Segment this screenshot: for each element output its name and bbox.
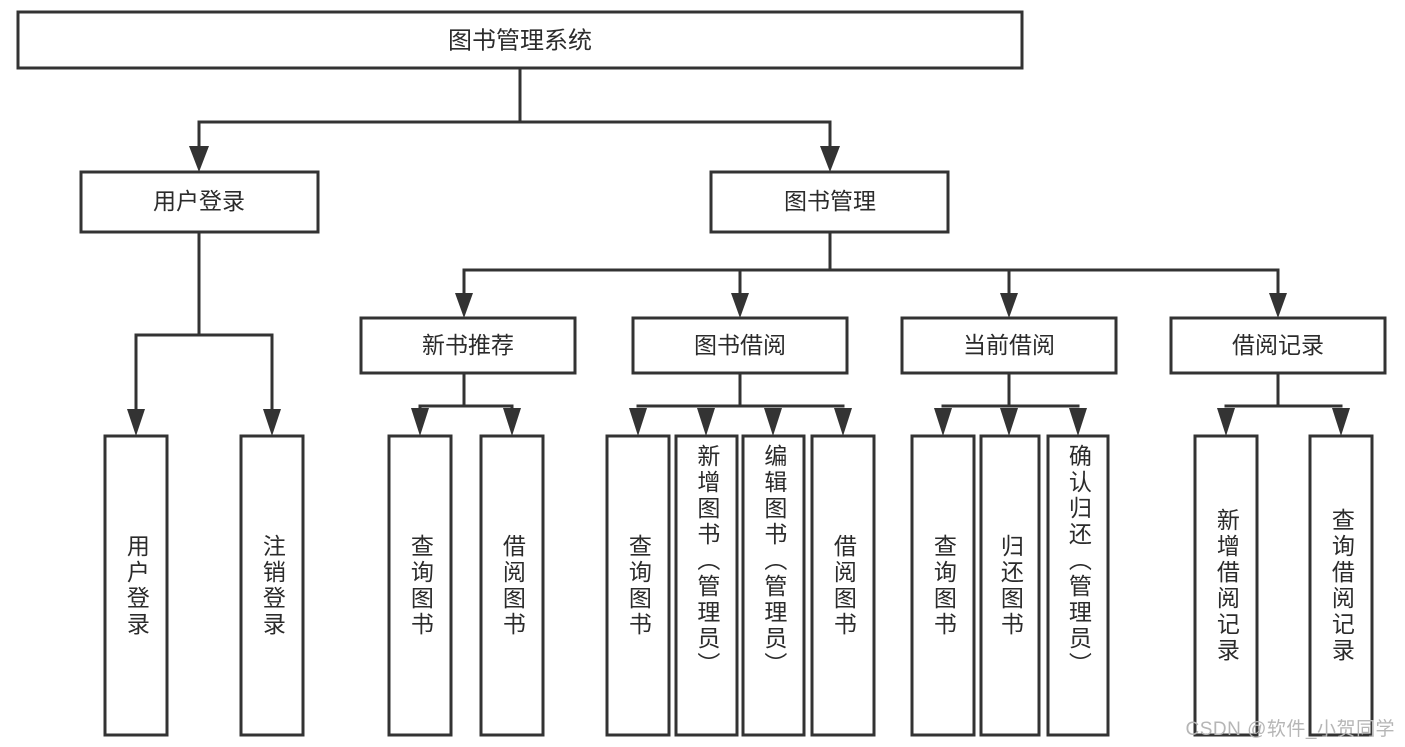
leaf-add-book-rect[interactable] (674, 434, 739, 737)
arrow-head-leaf-borrow-book-2 (834, 408, 852, 436)
arrow-head-leaf-return-book (1000, 408, 1018, 436)
node-user-login-rect[interactable] (79, 170, 320, 234)
arrow-head-book-borrow (731, 293, 749, 318)
node-user-login-label: 用户登录 (153, 188, 245, 214)
node-book-borrow[interactable]: 图书借阅 (631, 316, 849, 375)
arrow-head-leaf-add-book (697, 408, 715, 436)
arrow-head-leaf-borrow-book-1 (503, 408, 521, 436)
node-user-login[interactable]: 用户登录 (79, 170, 320, 234)
node-new-book-recommend[interactable]: 新书推荐 (359, 316, 577, 375)
leaf-query-book-1-rect[interactable] (387, 434, 453, 737)
node-current-borrow-rect[interactable] (900, 316, 1118, 375)
leaf-query-record-rect[interactable] (1308, 434, 1374, 737)
node-borrow-record-label: 借阅记录 (1232, 332, 1324, 358)
node-book-management-label: 图书管理 (784, 188, 876, 214)
node-title-rect[interactable] (16, 10, 1024, 70)
watermark: CSDN @软件_小贺同学 (1185, 719, 1395, 740)
leaf-query-book-3-rect[interactable] (910, 434, 976, 737)
arrow-head-leaf-user-login (127, 409, 145, 436)
leaf-borrow-book-2-rect[interactable] (810, 434, 876, 737)
arrow-head-leaf-query-book-2 (629, 408, 647, 436)
node-book-borrow-label: 图书借阅 (694, 332, 786, 358)
node-title[interactable]: 图书管理系统 (16, 10, 1024, 70)
arrow-head-borrow-record (1269, 293, 1287, 318)
node-book-management-rect[interactable] (709, 170, 950, 234)
arrow-head-leaf-query-book-3 (934, 408, 952, 436)
arrow-head-user-login (189, 146, 209, 172)
arrow-head-book-management (820, 146, 840, 172)
leaf-boxes-layer (103, 434, 1374, 737)
arrow-head-leaf-add-record (1217, 408, 1235, 436)
leaf-query-book-2-rect[interactable] (605, 434, 671, 737)
node-current-borrow[interactable]: 当前借阅 (900, 316, 1118, 375)
node-new-book-recommend-rect[interactable] (359, 316, 577, 375)
arrow-head-leaf-edit-book (764, 408, 782, 436)
leaf-confirm-return-rect[interactable] (1046, 434, 1110, 737)
arrow-head-leaf-query-record (1332, 408, 1350, 436)
node-book-management[interactable]: 图书管理 (709, 170, 950, 234)
leaf-borrow-book-1-rect[interactable] (479, 434, 545, 737)
leaf-logout-login-rect[interactable] (239, 434, 305, 737)
arrow-head-leaf-logout-login (263, 409, 281, 436)
arrow-head-leaf-confirm-return (1069, 408, 1087, 436)
arrow-head-current-borrow (1000, 293, 1018, 318)
node-new-book-recommend-label: 新书推荐 (422, 332, 514, 358)
arrow-head-leaf-query-book-1 (411, 408, 429, 436)
node-book-borrow-rect[interactable] (631, 316, 849, 375)
leaf-user-login-rect[interactable] (103, 434, 169, 737)
node-borrow-record[interactable]: 借阅记录 (1169, 316, 1387, 375)
leaf-add-record-rect[interactable] (1193, 434, 1259, 737)
leaf-edit-book-rect[interactable] (741, 434, 806, 737)
node-current-borrow-label: 当前借阅 (963, 332, 1055, 358)
arrow-head-new-book-recommend (455, 293, 473, 318)
connectors-layer (127, 66, 1350, 436)
node-title-label: 图书管理系统 (448, 27, 592, 54)
node-borrow-record-rect[interactable] (1169, 316, 1387, 375)
leaf-return-book-rect[interactable] (979, 434, 1041, 737)
